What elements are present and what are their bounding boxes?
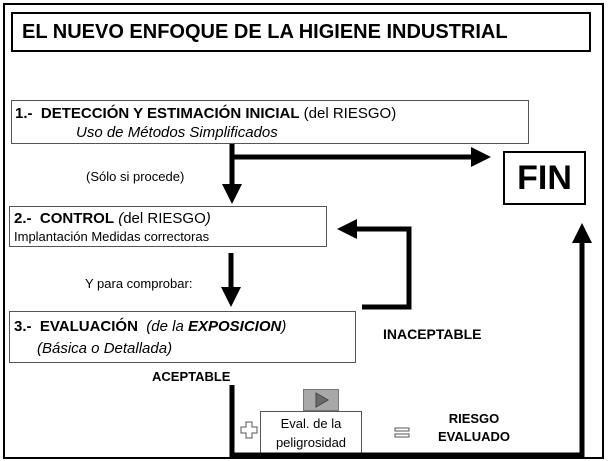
eval-line2: peligrosidad	[275, 435, 347, 450]
step3-qualifier-pre: (de la	[146, 318, 184, 335]
riesgo-evaluado-line1: RIESGO	[448, 411, 500, 426]
step3-qualifier-post: )	[281, 318, 287, 335]
step1-number: 1.-	[15, 105, 33, 122]
note-y-para-comprobar: Y para comprobar:	[85, 276, 193, 291]
riesgo-evaluado-line2: EVALUADO	[438, 429, 510, 444]
step2-qualifier-open: (	[118, 210, 124, 227]
step3-subtitle: (Básica o Detallada)	[37, 340, 173, 357]
step1-qualifier: (del RIESGO)	[303, 105, 397, 122]
label-aceptable: ACEPTABLE	[152, 369, 231, 384]
step1-box: 1.- DETECCIÓN Y ESTIMACIÓN INICIAL (del …	[11, 100, 529, 144]
step2-qualifier-text: del RIESGO	[123, 210, 206, 227]
plus-outline-icon	[240, 421, 258, 439]
equals-icon	[394, 426, 410, 438]
step2-box: 2.- CONTROL (del RIESGO) Implantación Me…	[9, 206, 327, 247]
step3-number: 3.-	[14, 318, 32, 335]
step1-heading: DETECCIÓN Y ESTIMACIÓN INICIAL	[40, 105, 300, 122]
eval-line1: Eval. de la	[280, 416, 342, 431]
step3-heading: EVALUACIÓN	[39, 318, 138, 335]
step2-qualifier-close: )	[205, 210, 211, 227]
page-title: EL NUEVO ENFOQUE DE LA HIGIENE INDUSTRIA…	[22, 21, 508, 43]
step2-subtitle: Implantación Medidas correctoras	[14, 229, 210, 244]
step2-number: 2.-	[14, 210, 32, 227]
play-triangle-icon[interactable]	[303, 389, 339, 411]
step3-qualifier-bold: EXPOSICION	[187, 318, 282, 335]
note-solo-si-procede: (Sólo si procede)	[86, 169, 185, 184]
eval-peligrosidad-box: Eval. de la peligrosidad	[260, 411, 362, 455]
fin-label: FIN	[517, 159, 572, 197]
title-box: EL NUEVO ENFOQUE DE LA HIGIENE INDUSTRIA…	[11, 12, 591, 52]
step2-line1: 2.- CONTROL (del RIESGO)	[14, 210, 211, 227]
label-inaceptable: INACEPTABLE	[383, 326, 482, 342]
step2-heading: CONTROL	[39, 210, 115, 227]
step3-line1: 3.- EVALUACIÓN (de la EXPOSICION)	[14, 318, 286, 335]
step3-box: 3.- EVALUACIÓN (de la EXPOSICION) (Básic…	[9, 311, 356, 363]
step1-line1: 1.- DETECCIÓN Y ESTIMACIÓN INICIAL (del …	[15, 105, 396, 122]
fin-box: FIN	[503, 151, 586, 205]
step1-subtitle: Uso de Métodos Simplificados	[76, 124, 278, 141]
